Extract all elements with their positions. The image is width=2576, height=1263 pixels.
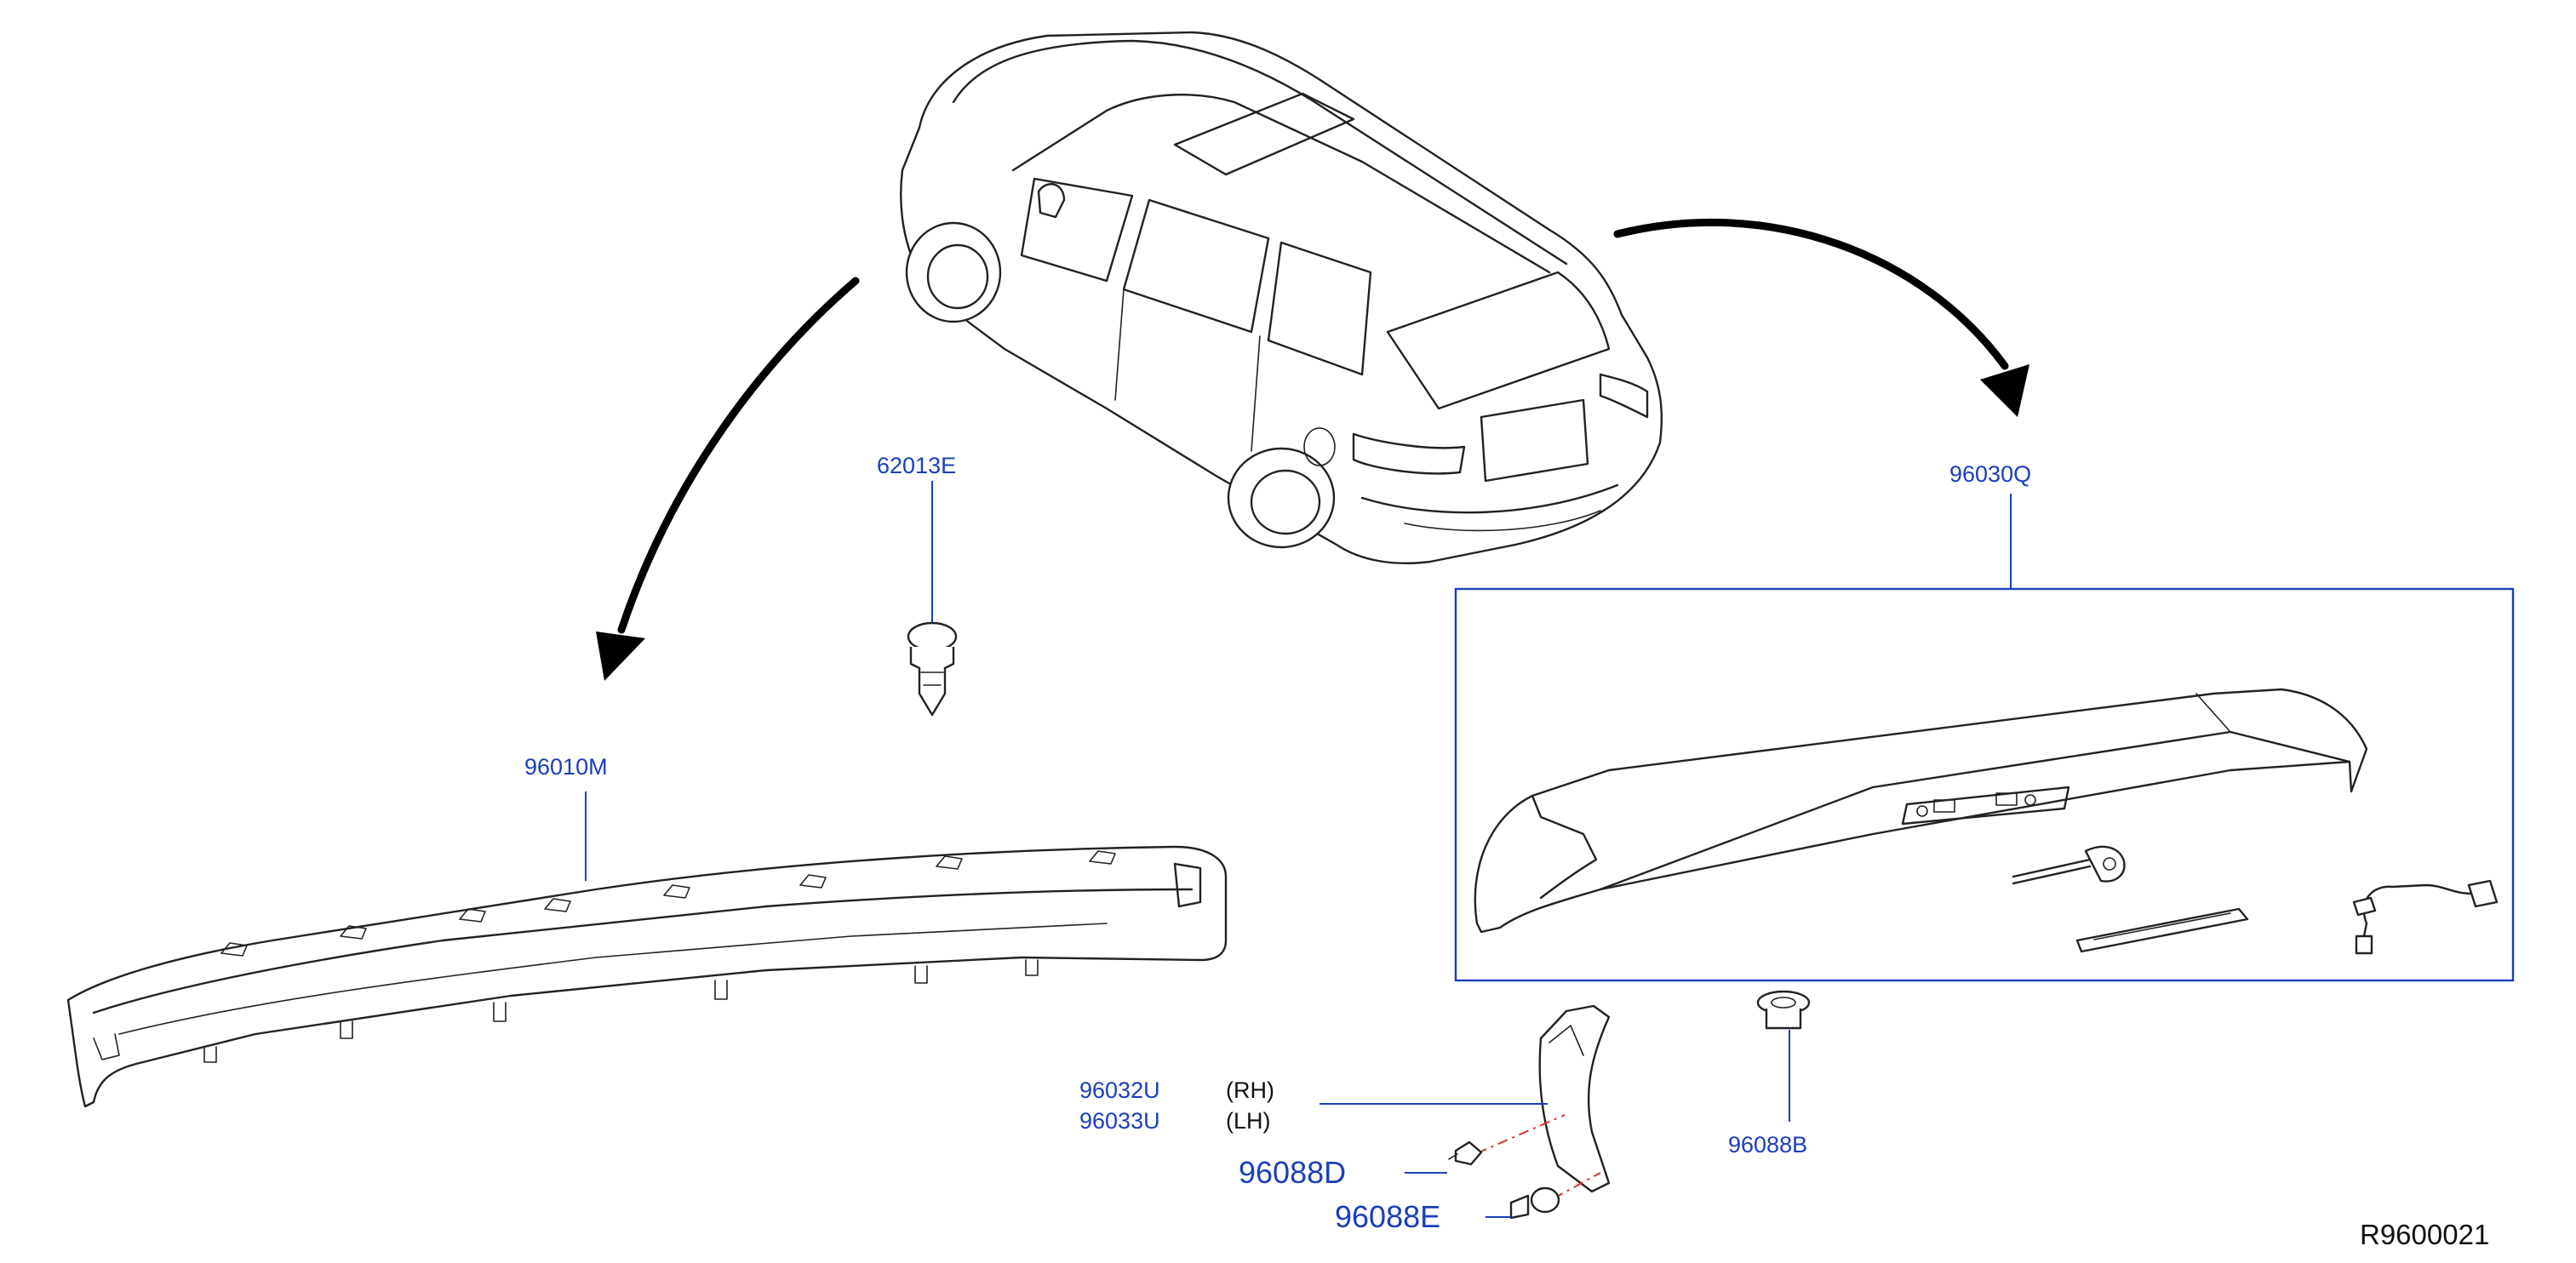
label-96032u: 96032U [1079,1077,1160,1103]
screw-part [1405,1114,1566,1174]
nut-part [1756,990,1811,1122]
label-96030q: 96030Q [1949,461,2031,487]
label-96088e: 96088E [1335,1199,1440,1234]
mud-guard-part [1319,1004,1611,1193]
pointer-arrow-left [596,277,860,681]
label-96088b: 96088B [1728,1132,1807,1157]
lower-panel-part [66,792,1228,1108]
label-96010m: 96010M [524,754,608,780]
label-62013e: 62013E [877,453,956,478]
clip-part [907,481,958,717]
spoiler-kit-box [1454,587,2515,982]
grommet-part [1485,1172,1601,1220]
pointer-arrow-right [1613,218,2029,417]
label-96033u: 96033U [1079,1108,1160,1134]
label-rh: (RH) [1226,1077,1274,1103]
spoiler-assembly-group [1454,494,2515,982]
label-lh: (LH) [1226,1108,1271,1134]
label-96088d: 96088D [1239,1155,1346,1190]
diagram-reference-number: R9600021 [2360,1219,2489,1250]
vehicle-illustration [900,31,1663,564]
